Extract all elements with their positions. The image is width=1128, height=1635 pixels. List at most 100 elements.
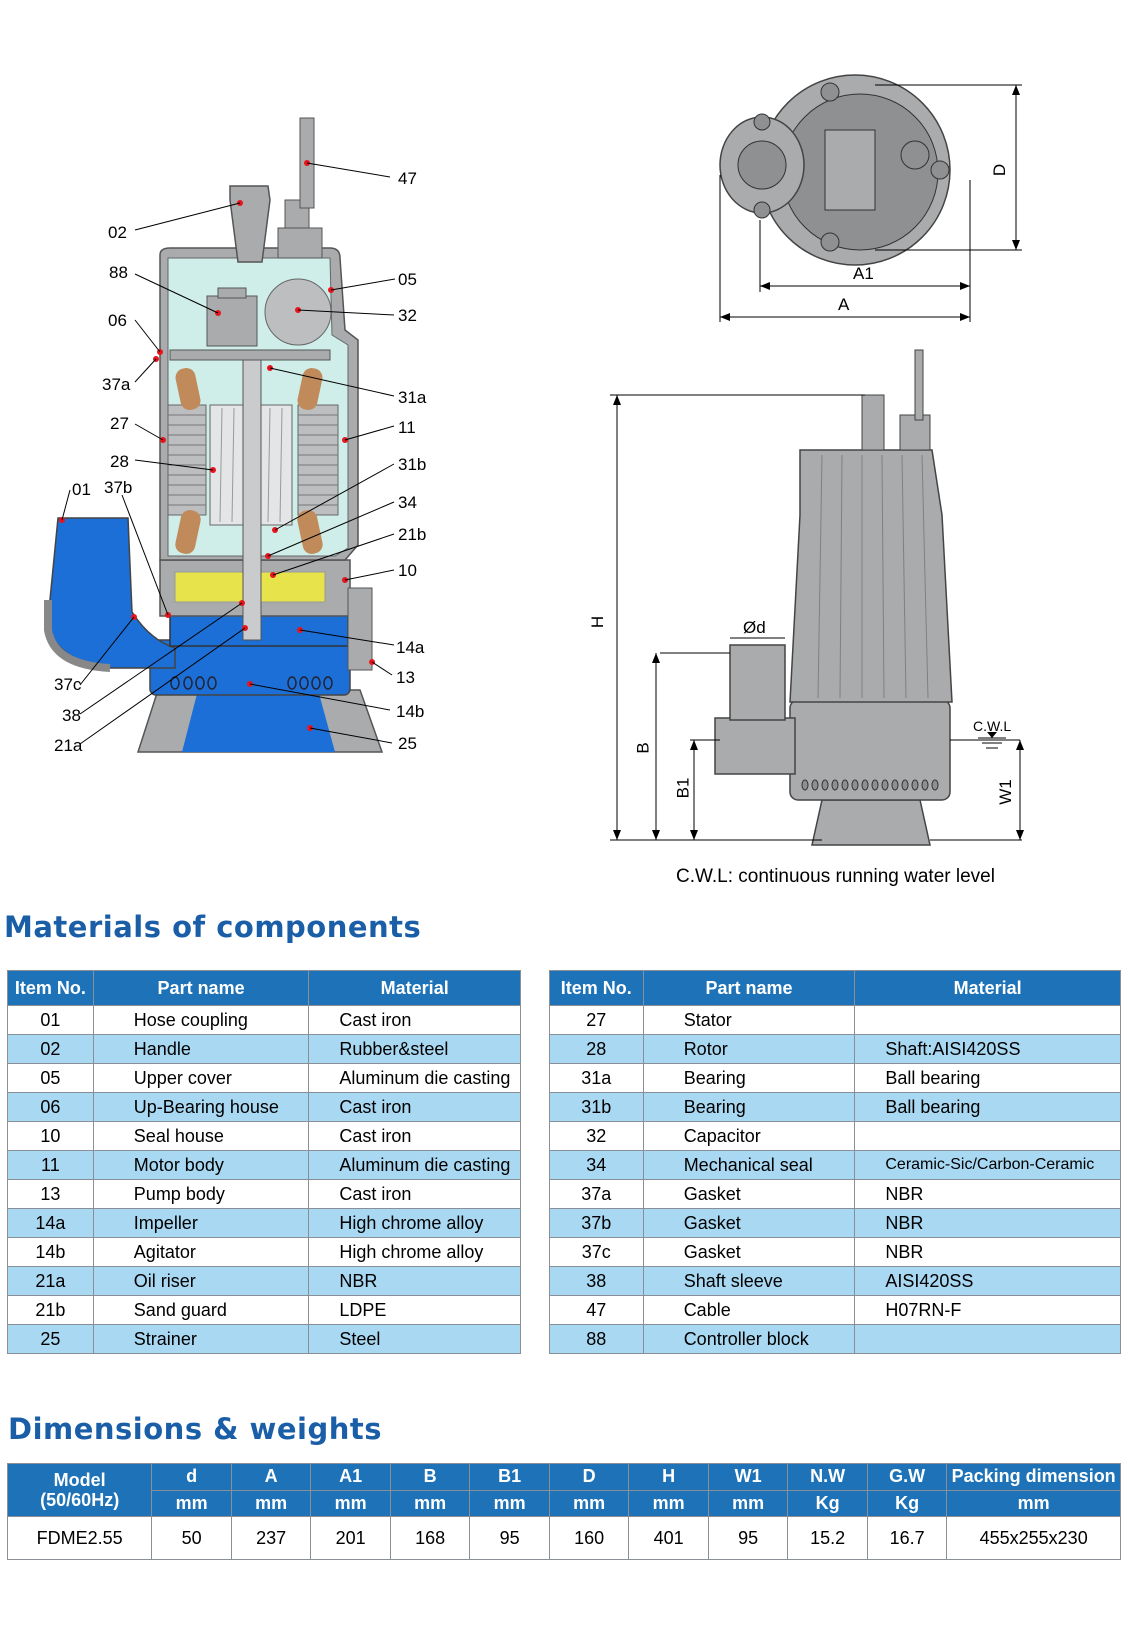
material-cell xyxy=(854,1121,1121,1151)
header-model: Model (50/60Hz) xyxy=(6,1463,153,1517)
callout-10: 10 xyxy=(398,561,417,580)
callout-11: 11 xyxy=(398,418,416,437)
dim-label-H: H xyxy=(588,615,608,629)
callout-34: 34 xyxy=(398,493,417,512)
model-label: Model xyxy=(53,1470,106,1490)
callout-06: 06 xyxy=(108,311,127,330)
table-gap xyxy=(520,1179,550,1209)
value-NW: 15.2 xyxy=(787,1516,868,1560)
callout-88: 88 xyxy=(109,263,128,282)
part-name-cell: Bearing xyxy=(642,1092,856,1122)
part-name-cell: Impeller xyxy=(92,1208,310,1238)
part-name-cell: Pump body xyxy=(92,1179,310,1209)
callout-05: 05 xyxy=(398,270,417,289)
item-no-cell: 28 xyxy=(548,1034,644,1064)
table-gap xyxy=(520,1295,550,1325)
part-name-cell: Bearing xyxy=(642,1063,856,1093)
item-no-cell: 37b xyxy=(548,1208,644,1238)
item-no-cell: 38 xyxy=(548,1266,644,1296)
table-gap xyxy=(520,1266,550,1296)
cwl-caption: C.W.L: continuous running water level xyxy=(676,866,995,887)
model-sub-label: (50/60Hz) xyxy=(40,1490,120,1510)
item-no-cell: 06 xyxy=(7,1092,94,1122)
material-cell: High chrome alloy xyxy=(308,1237,522,1267)
dim-label-A1: A1 xyxy=(853,264,874,283)
materials-table: Item No. Part name Material Item No. Par… xyxy=(7,970,1121,1354)
item-no-cell: 21b xyxy=(7,1295,94,1325)
value-A1: 201 xyxy=(310,1516,391,1560)
dimensions-units-row: mm mm mm mm mm mm mm mm Kg Kg mm xyxy=(8,1489,1121,1517)
unit-H: mm xyxy=(628,1489,709,1517)
item-no-cell: 13 xyxy=(7,1179,94,1209)
part-name-cell: Cable xyxy=(642,1295,856,1325)
material-cell: NBR xyxy=(854,1208,1121,1238)
dim-label-A: A xyxy=(838,295,850,314)
dim-header-W1: W1 xyxy=(707,1463,789,1491)
unit-A1: mm xyxy=(310,1489,391,1517)
item-no-cell: 05 xyxy=(7,1063,94,1093)
table-gap xyxy=(520,1005,550,1035)
unit-D: mm xyxy=(548,1489,630,1517)
dim-header-D: D xyxy=(548,1463,630,1491)
value-W1: 95 xyxy=(707,1516,789,1560)
dim-label-W1: W1 xyxy=(995,779,1015,805)
callout-01: 01 xyxy=(72,480,91,499)
table-gap xyxy=(520,1237,550,1267)
table-gap xyxy=(520,1208,550,1238)
value-B1: 95 xyxy=(469,1516,550,1560)
table-gap xyxy=(520,1092,550,1122)
unit-d: mm xyxy=(151,1489,232,1517)
callout-21a: 21a xyxy=(54,736,83,755)
material-cell: Ceramic-Sic/Carbon-Ceramic xyxy=(854,1150,1121,1180)
item-no-cell: 47 xyxy=(548,1295,644,1325)
callout-38: 38 xyxy=(62,706,81,725)
item-no-cell: 02 xyxy=(7,1034,94,1064)
callout-21b: 21b xyxy=(398,525,427,544)
dim-label-D: D xyxy=(990,163,1010,177)
table-gap xyxy=(520,1063,550,1093)
callout-02: 02 xyxy=(108,223,127,242)
header-material-2: Material xyxy=(854,970,1121,1006)
materials-header-row: Item No. Part name Material Item No. Par… xyxy=(7,970,1121,1006)
part-name-cell: Gasket xyxy=(642,1208,856,1238)
part-name-cell: Handle xyxy=(92,1034,310,1064)
callout-31a: 31a xyxy=(398,388,427,407)
callout-47: 47 xyxy=(398,169,417,188)
dimensions-table: Model (50/60Hz) d A A1 B B1 D H W1 N.W G… xyxy=(6,1463,1121,1560)
part-name-cell: Motor body xyxy=(92,1150,310,1180)
callout-37a: 37a xyxy=(102,375,131,394)
materials-section-title: Materials of components xyxy=(4,910,422,944)
unit-GW: Kg xyxy=(866,1489,948,1517)
callout-32: 32 xyxy=(398,306,417,325)
material-cell: High chrome alloy xyxy=(308,1208,522,1238)
material-cell: Cast iron xyxy=(308,1005,522,1035)
table-gap xyxy=(520,1324,550,1354)
value-packing: 455x255x230 xyxy=(946,1516,1121,1560)
material-cell: NBR xyxy=(854,1179,1121,1209)
material-cell: Shaft:AISI420SS xyxy=(854,1034,1121,1064)
header-part-name-2: Part name xyxy=(642,970,856,1006)
pump-top-view-diagram xyxy=(719,74,1022,322)
material-cell: NBR xyxy=(854,1237,1121,1267)
item-no-cell: 11 xyxy=(7,1150,94,1180)
part-name-cell: Capacitor xyxy=(642,1121,856,1151)
callout-37b: 37b xyxy=(104,478,133,497)
material-cell: Cast iron xyxy=(308,1121,522,1151)
material-cell: Ball bearing xyxy=(854,1092,1121,1122)
dim-header-d: d xyxy=(151,1463,232,1491)
value-B: 168 xyxy=(389,1516,471,1560)
material-cell: AISI420SS xyxy=(854,1266,1121,1296)
dimensions-section-title: Dimensions & weights xyxy=(8,1412,382,1446)
dim-header-B: B xyxy=(389,1463,471,1491)
part-name-cell: Stator xyxy=(642,1005,856,1035)
table-gap xyxy=(520,1121,550,1151)
unit-packing: mm xyxy=(946,1489,1121,1517)
table-gap xyxy=(520,1034,550,1064)
material-cell: Steel xyxy=(308,1324,522,1354)
cwl-symbol-label: C.W.L xyxy=(973,718,1012,734)
